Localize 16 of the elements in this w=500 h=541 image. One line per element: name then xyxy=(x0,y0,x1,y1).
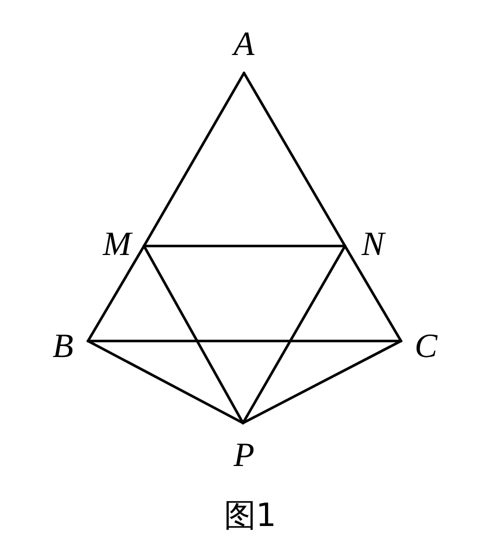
line-segment xyxy=(344,244,402,342)
line-segment xyxy=(86,340,244,424)
vertex-label: B xyxy=(48,330,88,364)
line-segment xyxy=(142,72,246,248)
vertex-label: C xyxy=(401,330,441,364)
vertex-label: N xyxy=(345,229,389,261)
line-segment xyxy=(142,244,346,248)
line-segment xyxy=(86,340,402,342)
line-segment xyxy=(242,72,346,248)
vertex-label: M xyxy=(100,229,144,261)
line-segment xyxy=(86,244,146,342)
vertex-label: P xyxy=(229,423,259,473)
line-segment xyxy=(242,244,346,424)
line-segment xyxy=(242,340,402,424)
vertex-label: A xyxy=(229,29,259,73)
figure-caption: 图1 xyxy=(224,499,276,531)
